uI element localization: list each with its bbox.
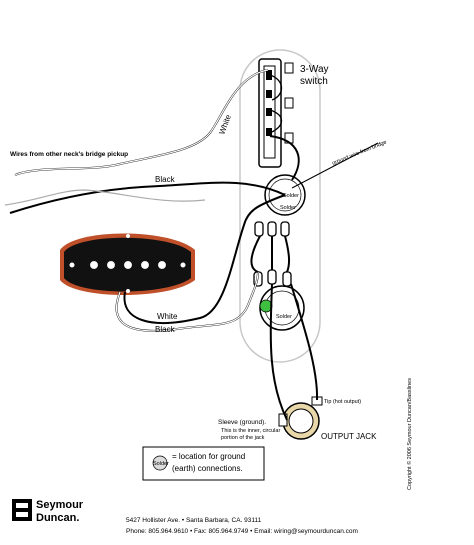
switch-contacts xyxy=(269,74,283,133)
solder-badge-pot2: Solder xyxy=(276,314,292,320)
footer-phone: Phone: 805.964.9610 • Fax: 805.964.9749 … xyxy=(126,528,358,535)
volume-pot xyxy=(254,174,306,237)
logo-line2: Duncan. xyxy=(36,512,79,524)
ground-wire-note: ground wire from bridge xyxy=(332,140,388,167)
black-wire-label-bottom: Black xyxy=(155,325,176,334)
legend: Solder = location for ground (earth) con… xyxy=(142,446,265,481)
legend-solder-badge: Solder xyxy=(153,461,169,467)
black-wire-label-top: Black xyxy=(155,175,176,184)
jack-tip-label: Tip (hot output) xyxy=(324,399,361,405)
pickup-mount-hole-left xyxy=(69,262,75,268)
wires-from-other-neck: Wires from other neck's bridge pickup xyxy=(10,151,128,158)
legend-text-line2: (earth) connections. xyxy=(172,464,243,473)
switch-title-line1: 3-Way xyxy=(300,64,329,75)
wires xyxy=(4,69,379,421)
output-jack xyxy=(278,396,323,440)
footer-address: 5427 Hollister Ave. • Santa Barbara, CA.… xyxy=(126,517,262,524)
jack-sleeve-label: Sleeve (ground). xyxy=(218,419,266,426)
bridge-pickup xyxy=(60,233,195,295)
output-jack-label: OUTPUT JACK xyxy=(321,432,377,441)
switch-title-line2: switch xyxy=(300,76,328,87)
logo-line1: Seymour xyxy=(36,499,84,511)
white-wire-label-bottom: White xyxy=(157,312,178,321)
solder-badge-pot1-top: Solder xyxy=(283,193,299,199)
pickup-mount-hole-right xyxy=(180,262,186,268)
copyright: Copyright © 2006 Seymour Duncan/Bassline… xyxy=(406,378,413,490)
jack-sleeve-note-2: portion of the jack xyxy=(221,435,265,441)
three-way-switch xyxy=(258,58,294,168)
seymour-duncan-logo: Seymour Duncan. xyxy=(12,499,84,524)
solder-badge-pot1-bottom: Solder xyxy=(280,205,296,211)
jack-sleeve-note-1: This is the inner, circular xyxy=(221,428,280,434)
legend-text-line1: = location for ground xyxy=(172,452,245,461)
